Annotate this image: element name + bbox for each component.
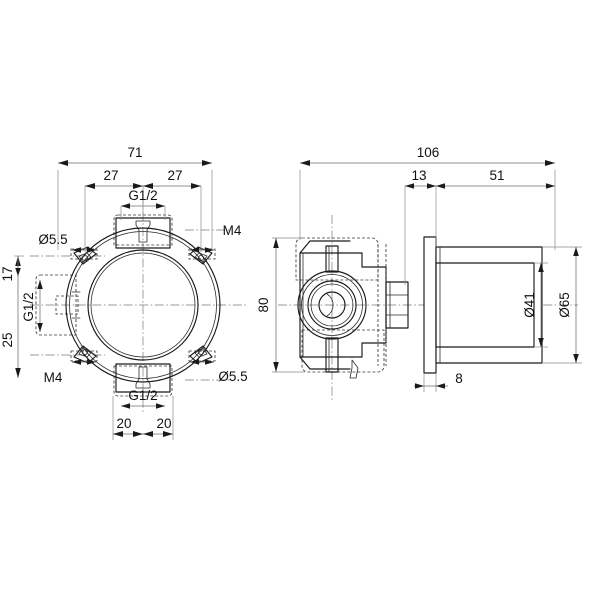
front-view: 71 27 27 G1/2 <box>0 145 248 440</box>
dim-thread-bottom-left: M4 <box>44 370 63 385</box>
dim-side-port-thread: G1/2 <box>21 292 36 321</box>
lug-bottom-left <box>70 345 98 364</box>
dim-overall-depth: 106 <box>417 145 440 160</box>
dim-left-half-width: 27 <box>103 168 118 183</box>
side-section-view: 106 13 51 80 <box>256 145 582 400</box>
dim-overall-width: 71 <box>127 145 142 160</box>
side-diameter-dimensions: Ø41 Ø65 <box>522 246 582 364</box>
dim-lower-offset: 25 <box>0 332 15 347</box>
dim-top-port-thread: G1/2 <box>128 188 157 203</box>
side-spindle-boss <box>385 281 409 329</box>
dim-right-half-width: 27 <box>167 168 182 183</box>
front-top-dimensions: 71 27 27 G1/2 <box>57 145 213 252</box>
side-plate-thickness-dimension: 8 <box>414 371 463 392</box>
dim-upper-offset: 17 <box>0 266 15 281</box>
side-height-dimension: 80 <box>256 237 305 373</box>
front-top-port <box>113 214 173 249</box>
dim-body-height: 80 <box>256 297 271 312</box>
lug-bottom-right <box>188 345 216 364</box>
side-top-dimensions: 106 13 51 <box>299 145 556 285</box>
dim-escutcheon-depth: 51 <box>489 168 504 183</box>
dim-hole-top-left: Ø5.5 <box>38 232 67 247</box>
dim-thread-top-right: M4 <box>223 223 242 238</box>
dim-bottom-port-thread: G1/2 <box>128 388 157 403</box>
side-port-stubs <box>325 245 359 379</box>
front-left-port <box>35 274 81 336</box>
dim-bottom-left-spacing: 20 <box>116 416 131 431</box>
front-corner-dimensions: Ø5.5 M4 M4 Ø5.5 <box>38 223 247 385</box>
dim-outer-diameter: Ø65 <box>557 292 572 318</box>
dim-bottom-right-spacing: 20 <box>156 416 171 431</box>
dim-hole-bottom-right: Ø5.5 <box>218 369 247 384</box>
dim-plate-thickness: 8 <box>455 371 463 386</box>
front-body-circle <box>65 227 221 383</box>
front-mounting-lugs <box>70 246 216 364</box>
dim-inner-diameter: Ø41 <box>522 292 537 318</box>
front-bottom-dimensions: G1/2 20 20 <box>112 388 174 440</box>
side-flange-plate <box>423 236 437 374</box>
dim-flange-offset: 13 <box>411 168 426 183</box>
side-cartridge-bore <box>297 270 367 340</box>
front-left-dimensions: 25 17 G1/2 <box>0 255 43 378</box>
